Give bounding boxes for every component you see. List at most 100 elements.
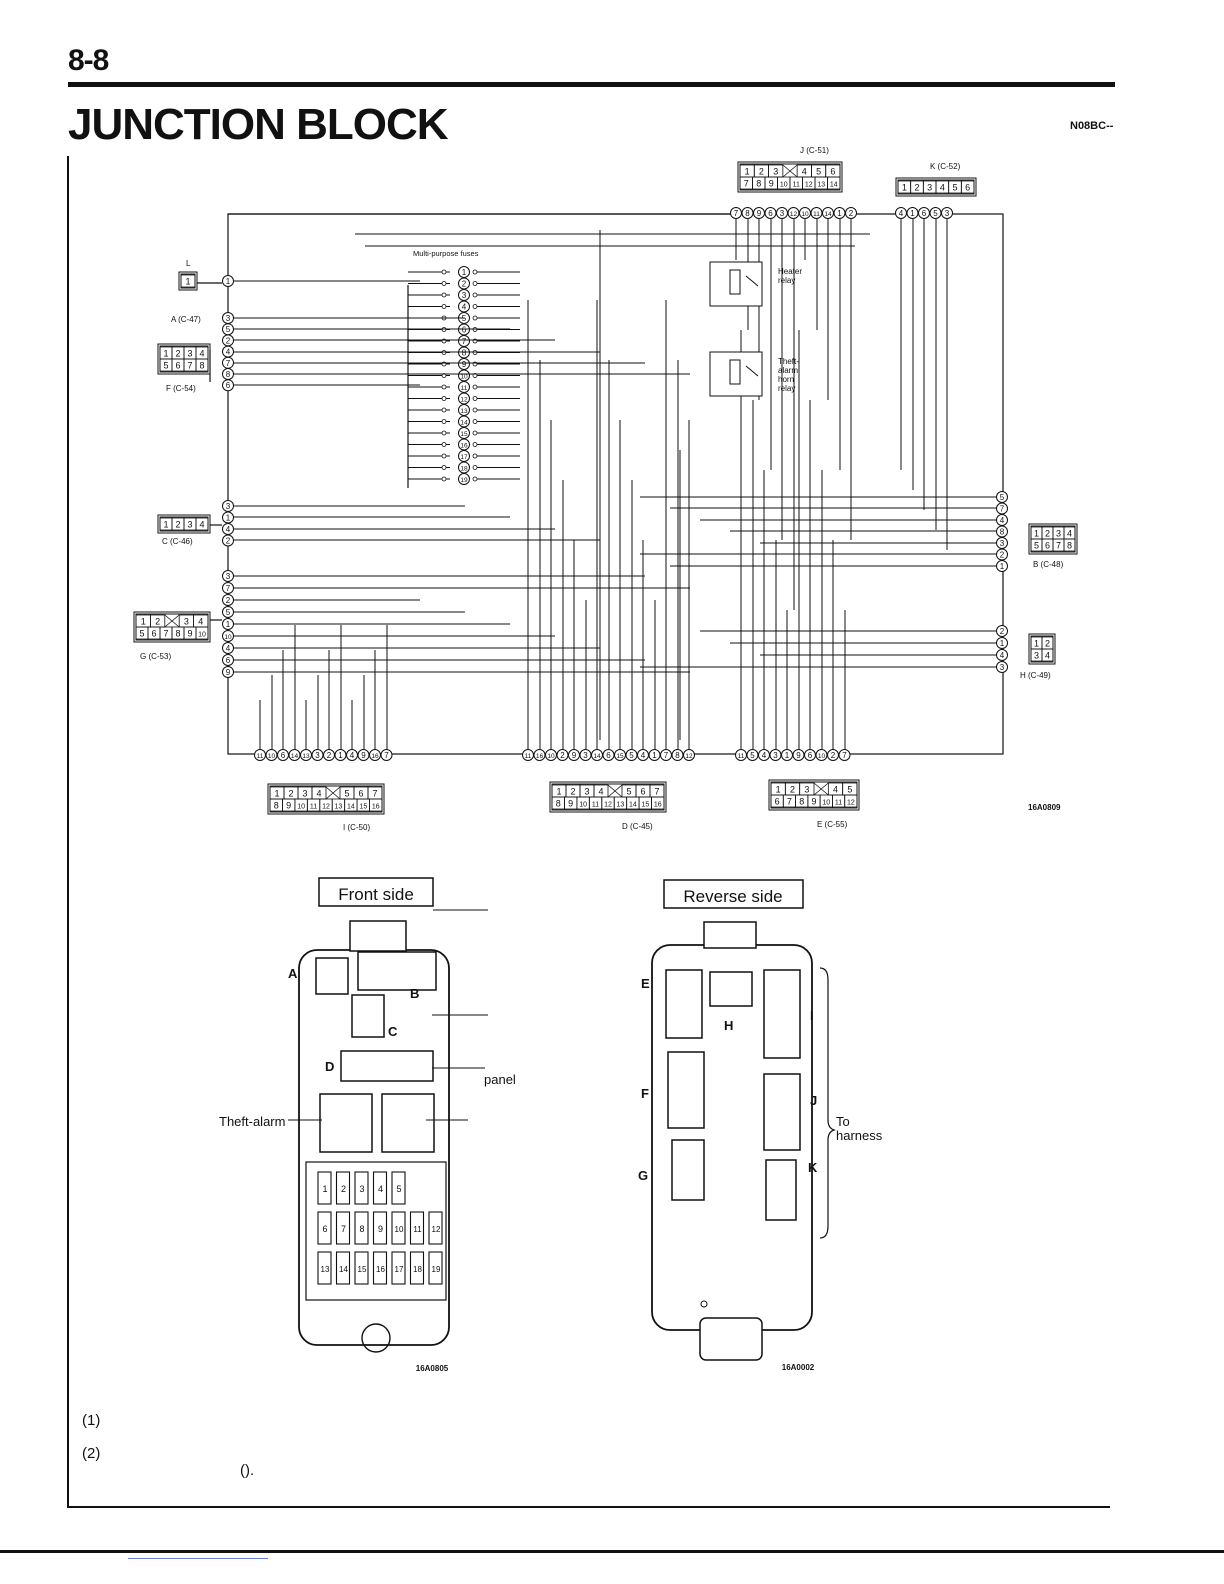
- front-connector-a: [315, 957, 349, 995]
- connector-i-pin-10: 10: [297, 804, 305, 811]
- connector-d-pin-8: 8: [556, 799, 561, 809]
- fuse-1-term: [441, 269, 447, 275]
- fuse-3-term-b: [472, 292, 478, 298]
- front-fuse-15: 15: [358, 1265, 367, 1274]
- connector-d-pin-2: 2: [570, 787, 575, 797]
- fuse-13-term: [441, 407, 447, 413]
- pin-b-4: 4: [1000, 516, 1005, 525]
- connector-g-pin-1: 1: [141, 617, 146, 627]
- connector-i-outer: [267, 783, 385, 815]
- pin-j-10: 10: [801, 211, 809, 218]
- pin-g-7: 7: [226, 584, 231, 593]
- pin-k-3-ring: [941, 207, 953, 219]
- block-frame: [227, 213, 1004, 755]
- reverse-letter-E: E: [641, 976, 650, 991]
- connector-d-blank-b: [607, 784, 623, 798]
- front-fuse-15-slot: [354, 1251, 369, 1285]
- page-number: 8-8: [68, 44, 109, 77]
- reverse-connector-f: [667, 1051, 705, 1129]
- connector-j-pin-4: 4: [802, 167, 807, 177]
- connector-h-label: H (C-49): [1020, 671, 1051, 680]
- connector-c-pin-4: 4: [199, 520, 204, 530]
- connector-j-outer: [737, 161, 843, 193]
- connector-b-outer: [1028, 523, 1078, 555]
- connector-b-pin-8: 8: [1067, 541, 1072, 551]
- pin-b-3: 3: [1000, 539, 1005, 548]
- connector-f-pin-2: 2: [175, 349, 180, 359]
- heater-relay-label-1: relay: [778, 276, 795, 285]
- front-fuse-4-slot: [372, 1171, 388, 1205]
- front-mount-hole: [361, 1323, 391, 1353]
- reverse-callout-to: To: [836, 1114, 850, 1129]
- fuse-12-term: [441, 396, 447, 401]
- pin-d-8: 8: [675, 751, 680, 760]
- theft-alarm-relay-coil: [729, 359, 741, 385]
- front-figure-code: 16A0805: [416, 1364, 449, 1373]
- connector-e-pin-6: 6: [775, 797, 780, 807]
- pin-c-2: 2: [226, 537, 231, 546]
- connector-g-pin-6: 6: [151, 629, 156, 639]
- pin-b-8: 8: [1000, 528, 1005, 537]
- connector-j-pin-2: 2: [759, 167, 764, 177]
- fuse-2: 2: [462, 280, 467, 289]
- pin-i-1: 1: [338, 751, 343, 760]
- connector-d-outer: [549, 781, 667, 813]
- connector-h-outer: [1028, 633, 1056, 665]
- reverse-connector-g: [671, 1139, 705, 1201]
- pin-d-5: 5: [629, 751, 634, 760]
- reverse-letter-I: I: [810, 1008, 814, 1023]
- pin-c-4: 4: [226, 525, 231, 534]
- front-callout-theft-alarm: Theft-alarm: [219, 1114, 285, 1129]
- pin-i-4: 4: [350, 751, 355, 760]
- fuse-18-term: [441, 465, 447, 470]
- pin-d-3: 3: [583, 751, 588, 760]
- connector-f-pin-7: 7: [187, 361, 192, 371]
- connector-a-outer: [178, 271, 198, 291]
- front-fuse-11: 11: [413, 1225, 422, 1234]
- section-code: N08BC--: [1070, 120, 1114, 132]
- front-connector-b: [357, 951, 437, 991]
- front-fuse-12-slot: [428, 1211, 443, 1245]
- fuse-16: 16: [460, 443, 468, 450]
- connector-d-pin-7: 7: [654, 787, 659, 797]
- pin-f-4: 4: [226, 348, 231, 357]
- fuse-panel: [305, 1161, 447, 1301]
- pin-h-3-ring: [996, 661, 1008, 673]
- pin-g-9-ring: [222, 666, 234, 678]
- reverse-connector-e: [665, 969, 703, 1039]
- connector-b-pin-4: 4: [1067, 529, 1072, 539]
- front-fuse-6: 6: [322, 1224, 327, 1234]
- fuse-13: 13: [460, 408, 468, 415]
- pin-d-15: 15: [616, 753, 624, 760]
- connector-i-pin-12: 12: [322, 804, 330, 811]
- connector-j-pin-9: 9: [769, 179, 774, 189]
- connector-j-pin-11: 11: [793, 182, 800, 189]
- front-fuse-11-slot: [409, 1211, 425, 1245]
- front-heading: Front side: [338, 885, 414, 904]
- fuse-3: 3: [462, 291, 467, 300]
- fuse-11-term: [441, 384, 447, 390]
- connector-g-pin-2: 2: [155, 617, 160, 627]
- heater-relay-coil: [729, 269, 741, 295]
- pin-e-10: 10: [818, 753, 826, 760]
- pin-j-3: 3: [780, 209, 785, 218]
- reverse-heading: Reverse side: [683, 887, 782, 906]
- pin-f-3: 3: [226, 314, 231, 323]
- footer-rule: [0, 1550, 1224, 1553]
- connector-k-outer: [895, 177, 977, 197]
- pin-h-2-ring: [996, 625, 1008, 637]
- front-top-tab: [349, 920, 407, 952]
- theft-alarm-relay-label-3: relay: [778, 384, 795, 393]
- pin-d-6: 6: [606, 751, 611, 760]
- pin-g-7-ring: [222, 582, 234, 594]
- front-connector-c: [351, 994, 385, 1038]
- connector-a-pin-1: 1: [185, 277, 190, 287]
- front-fuse-3: 3: [359, 1184, 364, 1194]
- connector-f-pin-6: 6: [175, 361, 180, 371]
- connector-e-cell: [844, 794, 858, 808]
- connector-k-pin-6: 6: [965, 183, 970, 193]
- fuse-19-term: [441, 476, 447, 482]
- connector-b-pin-1: 1: [1034, 529, 1039, 539]
- footer-link-underline[interactable]: [128, 1558, 268, 1559]
